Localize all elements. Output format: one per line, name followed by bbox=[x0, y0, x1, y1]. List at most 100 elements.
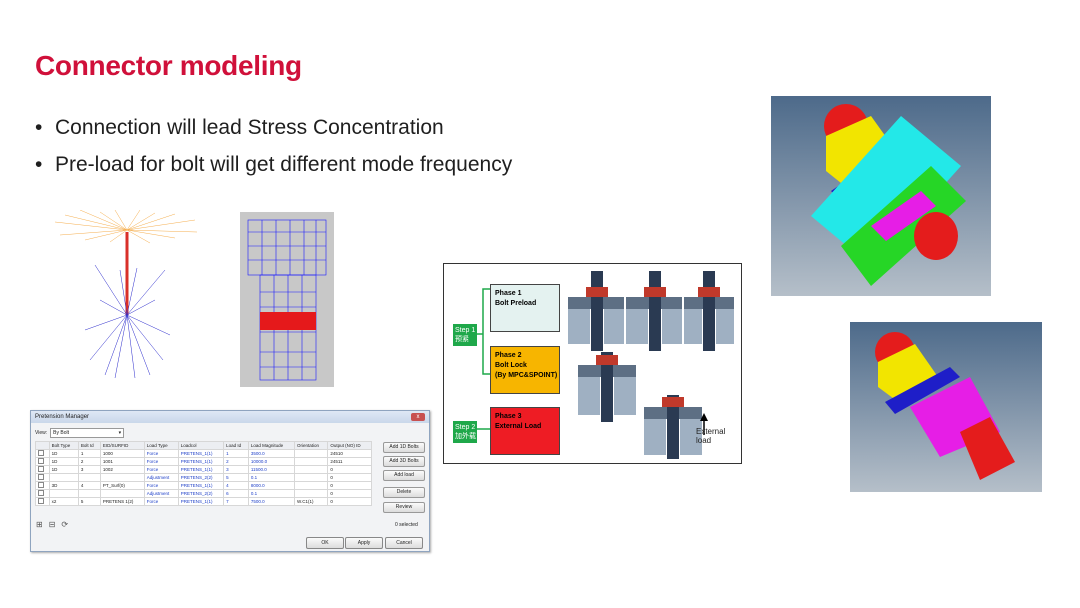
column-header[interactable]: EID/SURFID bbox=[99, 441, 145, 450]
table-cell bbox=[77, 489, 101, 498]
delete-button[interactable]: Delete bbox=[383, 487, 425, 498]
bullet-item: •Pre-load for bolt will get different mo… bbox=[35, 153, 512, 190]
view-select[interactable]: By Bolt▾ bbox=[50, 428, 125, 438]
apply-button[interactable]: Apply bbox=[345, 537, 383, 549]
table-cell: 6 bbox=[223, 489, 249, 498]
table-cell: 10000.0 bbox=[247, 457, 295, 466]
table-cell: 11500.0 bbox=[247, 465, 295, 474]
table-cell: PRETENS_2(2) bbox=[177, 489, 225, 498]
phase2-box: Phase 2 Bolt Lock (By MPC&SPOINT) bbox=[490, 346, 560, 394]
view-label: View: bbox=[35, 430, 48, 436]
checkbox-icon[interactable] bbox=[38, 450, 44, 456]
row-checkbox[interactable] bbox=[35, 473, 50, 482]
table-cell: PT_Surf(0) bbox=[99, 481, 145, 490]
table-cell: PRETENS_1(1) bbox=[177, 481, 225, 490]
table-cell: 24510 bbox=[327, 449, 372, 458]
table-cell: Force bbox=[143, 497, 179, 506]
add-1d-bolts-button[interactable]: Add 1D Bolts bbox=[383, 442, 425, 453]
column-header[interactable]: Load Id bbox=[223, 441, 249, 450]
table-cell: PRETENS_1(1) bbox=[177, 449, 225, 458]
table-cell: Force bbox=[143, 481, 179, 490]
close-icon[interactable]: x bbox=[411, 413, 425, 421]
column-header[interactable]: Loadcol bbox=[177, 441, 225, 450]
checkbox-icon[interactable] bbox=[38, 490, 44, 496]
phase1-box: Phase 1 Bolt Preload bbox=[490, 284, 560, 332]
row-checkbox[interactable] bbox=[35, 465, 50, 474]
row-checkbox[interactable] bbox=[35, 449, 50, 458]
bolt-3d-model-image bbox=[771, 96, 991, 296]
checkbox-icon[interactable] bbox=[38, 458, 44, 464]
table-cell: 0.1 bbox=[247, 473, 295, 482]
table-cell: 0 bbox=[327, 481, 372, 490]
table-cell: 0 bbox=[327, 497, 372, 506]
table-cell bbox=[99, 473, 145, 482]
review-button[interactable]: Review bbox=[383, 502, 425, 513]
table-cell: 3 bbox=[77, 465, 101, 474]
table-cell: 1 bbox=[223, 449, 249, 458]
column-header[interactable]: Output (NO) ID bbox=[327, 441, 372, 450]
table-cell: 1001 bbox=[99, 457, 145, 466]
collapse-icon[interactable]: ⊟ bbox=[48, 520, 56, 529]
table-cell: 0.1 bbox=[247, 489, 295, 498]
table-cell: Adjustment bbox=[143, 473, 179, 482]
table-cell: 3 bbox=[223, 465, 249, 474]
row-checkbox[interactable] bbox=[35, 481, 50, 490]
checkbox-icon[interactable] bbox=[38, 482, 44, 488]
table-cell: 4 bbox=[77, 481, 101, 490]
column-header[interactable]: Bolt Type bbox=[48, 441, 79, 450]
column-header[interactable]: Orientation bbox=[293, 441, 329, 450]
table-cell: Force bbox=[143, 449, 179, 458]
checkbox-icon[interactable] bbox=[38, 498, 44, 504]
chevron-down-icon: ▾ bbox=[118, 430, 122, 436]
phase-diagram: Step 1 预紧 Step 2 加外载 Phase 1 Bolt Preloa… bbox=[443, 263, 742, 464]
add-load-button[interactable]: Add load bbox=[383, 470, 425, 481]
bullet-list: • Connection will lead Stress Concentrati… bbox=[35, 116, 512, 190]
view-row: View: By Bolt▾ bbox=[35, 428, 125, 438]
slide-title: Connector modeling bbox=[35, 50, 302, 81]
column-header[interactable] bbox=[35, 441, 50, 450]
spider-connector-image bbox=[55, 210, 198, 379]
table-cell bbox=[293, 465, 329, 474]
connector-lines bbox=[477, 288, 491, 430]
bullet-item: • Connection will lead Stress Concentrati… bbox=[35, 116, 512, 153]
add-3d-bolts-button[interactable]: Add 3D Bolts bbox=[383, 456, 425, 467]
cancel-button[interactable]: Cancel bbox=[385, 537, 423, 549]
refresh-icon[interactable]: ⟳ bbox=[61, 520, 69, 529]
table-cell bbox=[99, 489, 145, 498]
column-header[interactable]: Load Type bbox=[143, 441, 179, 450]
bullet-text: Connection will lead Stress Concentratio… bbox=[55, 116, 444, 139]
bolt-table: Bolt Type Bolt Id EID/SURFID Load Type L… bbox=[35, 441, 372, 506]
table-cell: 8000.0 bbox=[247, 481, 295, 490]
table-cell bbox=[293, 449, 329, 458]
row-checkbox[interactable] bbox=[35, 457, 50, 466]
checkbox-icon[interactable] bbox=[38, 466, 44, 472]
toolbar-icons: ⊞ ⊟ ⟳ bbox=[36, 520, 68, 529]
table-header-row: Bolt Type Bolt Id EID/SURFID Load Type L… bbox=[35, 441, 372, 450]
table-cell: 0 bbox=[327, 489, 372, 498]
table-cell: Adjustment bbox=[143, 489, 179, 498]
row-checkbox[interactable] bbox=[35, 497, 50, 506]
table-cell: PRETENS_2(2) bbox=[177, 473, 225, 482]
table-cell bbox=[48, 489, 79, 498]
table-cell: 0 bbox=[327, 473, 372, 482]
table-cell: 0 bbox=[327, 465, 372, 474]
expand-icon[interactable]: ⊞ bbox=[36, 520, 43, 529]
ok-button[interactable]: OK bbox=[306, 537, 344, 549]
column-header[interactable]: Bolt Id bbox=[77, 441, 101, 450]
column-header[interactable]: Load Magnitude bbox=[247, 441, 295, 450]
checkbox-icon[interactable] bbox=[38, 474, 44, 480]
table-cell: 2 bbox=[77, 457, 101, 466]
table-cell bbox=[293, 473, 329, 482]
bullet-dot-icon: • bbox=[35, 116, 43, 139]
table-cell: PRETENS_1(1) bbox=[177, 497, 225, 506]
table-cell bbox=[293, 481, 329, 490]
table-cell: 3500.0 bbox=[247, 449, 295, 458]
row-checkbox[interactable] bbox=[35, 489, 50, 498]
